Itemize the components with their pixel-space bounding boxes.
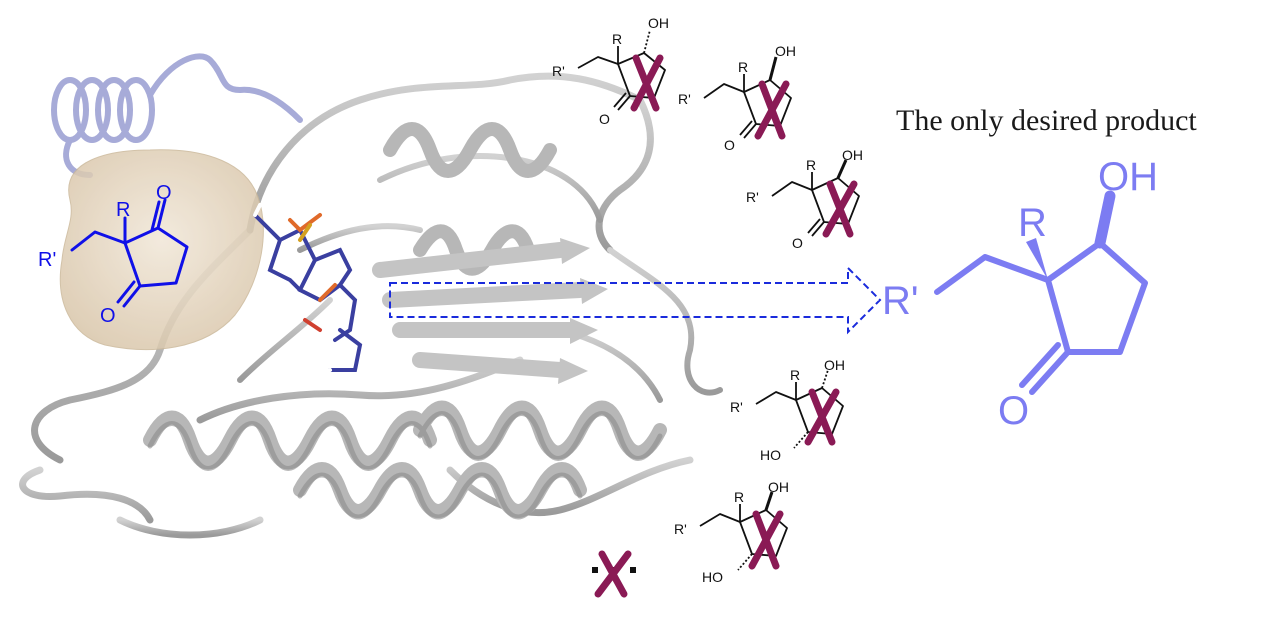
product-rprime-label: R' (882, 279, 919, 323)
svg-text:R': R' (552, 63, 565, 79)
undesired-product-1: OH R R' O (552, 15, 669, 127)
desired-product-title: The only desired product (896, 104, 1197, 137)
svg-text:R': R' (678, 91, 691, 107)
product-wedge (1026, 238, 1048, 280)
undesired-product-5: OH R R' HO (674, 479, 789, 585)
undesired-product-2: OH R R' O (678, 43, 796, 153)
substrate-rprime-label: R' (38, 249, 56, 271)
cross-mark (804, 388, 840, 446)
undesired-product-4: OH R R' HO (730, 357, 845, 463)
reaction-arrow (389, 265, 882, 335)
svg-text:OH: OH (648, 15, 669, 31)
svg-text:R': R' (730, 399, 743, 415)
cross-mark (748, 510, 784, 570)
svg-text:HO: HO (760, 447, 781, 463)
substrate-r-label: R (116, 199, 130, 221)
cross-mark (754, 80, 790, 140)
svg-text:O: O (792, 235, 803, 251)
cofactor-sticks (253, 203, 363, 377)
substrate-structure (70, 198, 189, 308)
svg-text:R: R (612, 31, 622, 47)
svg-text:R: R (734, 489, 744, 505)
svg-text:R: R (790, 367, 800, 383)
svg-text:HO: HO (702, 569, 723, 585)
svg-text:OH: OH (775, 43, 796, 59)
svg-text:R: R (806, 157, 816, 173)
enzyme-ribbon (19, 72, 723, 539)
substrate-o-top-label: O (156, 182, 172, 204)
crossed-dots-symbol (592, 550, 636, 598)
svg-text:OH: OH (842, 147, 863, 163)
product-oh-label: OH (1098, 155, 1158, 199)
product-o-label: O (998, 389, 1029, 433)
svg-text:O: O (724, 137, 735, 153)
undesired-product-3: OH R R' O (746, 147, 863, 251)
product-r-label: R (1018, 201, 1047, 245)
desired-product-structure (934, 190, 1148, 395)
svg-text:R': R' (746, 189, 759, 205)
substrate-o-bottom-label: O (100, 305, 116, 327)
svg-text:OH: OH (768, 479, 789, 495)
cross-mark (630, 54, 664, 112)
cross-mark (822, 180, 858, 238)
svg-text:R': R' (674, 521, 687, 537)
svg-text:O: O (599, 111, 610, 127)
lavender-helix (51, 53, 303, 178)
binding-pocket (59, 149, 264, 351)
svg-text:R: R (738, 59, 748, 75)
svg-text:OH: OH (824, 357, 845, 373)
